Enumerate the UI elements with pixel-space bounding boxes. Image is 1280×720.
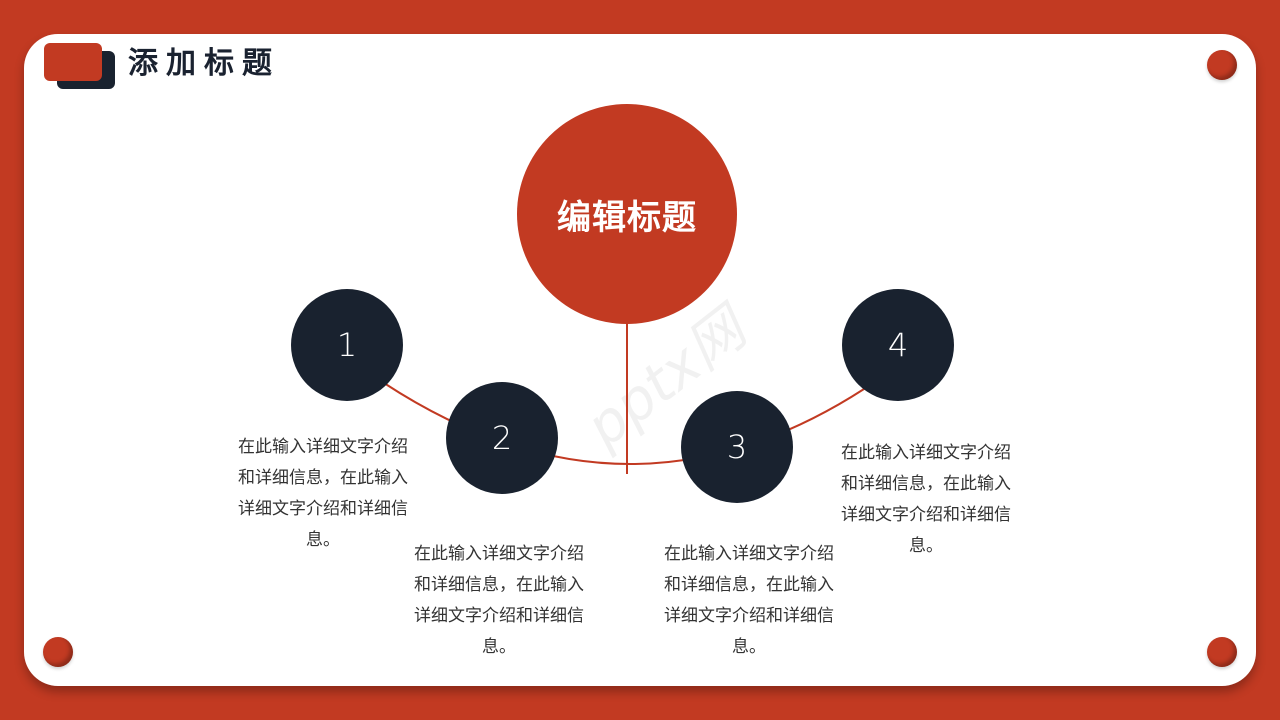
title-tag <box>44 43 102 81</box>
step-number-3: 3 <box>726 428 748 466</box>
step-description-3: 在此输入详细文字介绍和详细信息，在此输入详细文字介绍和详细信息。 <box>664 544 834 657</box>
main-title: 编辑标题 <box>557 197 697 238</box>
step-circle-1: 1 <box>291 289 403 401</box>
corner-dot-bottom-right <box>1207 637 1237 667</box>
step-circle-4: 4 <box>842 289 954 401</box>
step-number-4: 4 <box>887 326 909 364</box>
step-description-4: 在此输入详细文字介绍和详细信息，在此输入详细文字介绍和详细信息。 <box>841 443 1011 556</box>
step-description-2: 在此输入详细文字介绍和详细信息，在此输入详细文字介绍和详细信息。 <box>414 544 584 657</box>
main-title-circle: 编辑标题 <box>517 104 737 324</box>
corner-dot-bottom-left <box>43 637 73 667</box>
step-number-1: 1 <box>336 326 358 364</box>
page-title: 添加标题 <box>128 46 280 81</box>
slide-card: 添加标题 pptx网 编辑标题 1 2 3 4 在此输入详细文字介绍和详细信息，… <box>24 34 1256 686</box>
corner-dot-top-right <box>1207 50 1237 80</box>
step-number-2: 2 <box>491 419 513 457</box>
step-circle-2: 2 <box>446 382 558 494</box>
step-circle-3: 3 <box>681 391 793 503</box>
step-description-1: 在此输入详细文字介绍和详细信息，在此输入详细文字介绍和详细信息。 <box>238 437 408 550</box>
